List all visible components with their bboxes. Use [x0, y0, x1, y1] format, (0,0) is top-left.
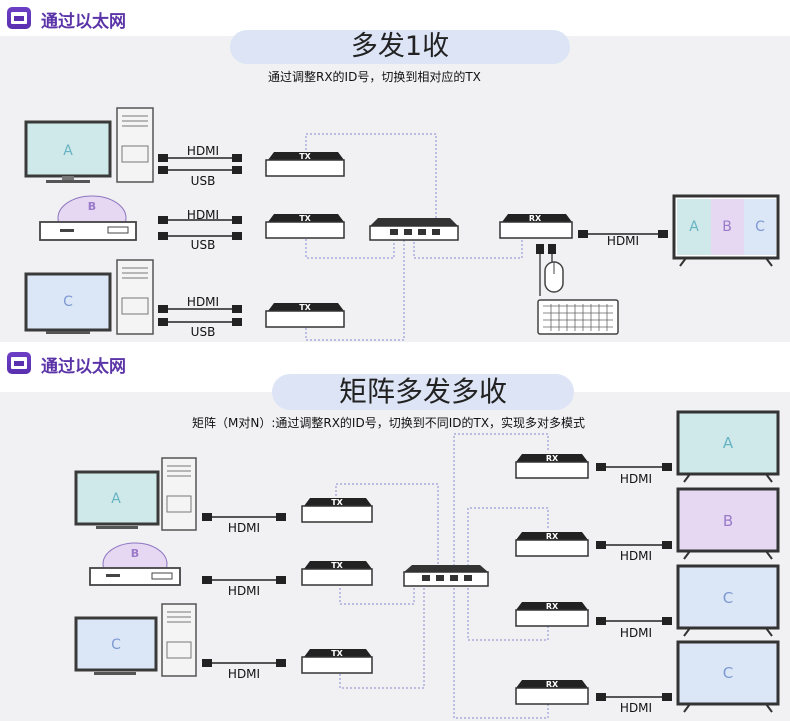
monitor-icon	[24, 272, 112, 332]
s2-cable-hdmi-a: HDMI	[228, 521, 260, 535]
s2-tx-2: TX	[301, 561, 373, 586]
s2-rx-2: RX	[515, 532, 589, 557]
pc-tower-icon	[161, 457, 197, 531]
section1-title: 多发1收	[230, 30, 570, 64]
s1-source-a: A	[24, 107, 154, 183]
s2-display-3: C	[676, 564, 780, 637]
section1-diagram: A B C	[24, 107, 780, 341]
s1-source-b: B	[39, 195, 137, 241]
s1-source-c: C	[24, 259, 154, 335]
s1-panel-c: C	[755, 219, 765, 235]
s1-tx-1: TX	[265, 152, 345, 177]
s2-source-a-label: A	[111, 491, 121, 507]
s1-source-b-label: B	[88, 200, 96, 213]
s2-tx-3: TX	[301, 649, 373, 674]
s2-rx-4: RX	[515, 680, 589, 705]
s2-rx-3-label: RX	[546, 602, 559, 611]
s2-rx-1-label: RX	[546, 454, 559, 463]
pc-tower-icon	[116, 107, 154, 183]
section2-subtitle: 矩阵（M对N）:通过调整RX的ID号，切换到不同ID的TX，实现多对多模式	[192, 416, 586, 430]
tv-icon	[676, 410, 780, 476]
s2-tx-1: TX	[301, 498, 373, 523]
s2-display-3-label: C	[723, 589, 733, 607]
s2-cable-hdmi-rx4: HDMI	[620, 701, 652, 715]
s1-tx-2: TX	[265, 214, 345, 239]
s1-cable-usb-b: USB	[191, 238, 216, 252]
s2-display-4: C	[676, 640, 780, 713]
s1-cable-hdmi-rx: HDMI	[607, 234, 639, 248]
s2-cable-hdmi-rx3: HDMI	[620, 626, 652, 640]
section1-subtitle: 通过调整RX的ID号，切换到相对应的TX	[268, 70, 481, 84]
s1-cable-hdmi-c: HDMI	[187, 295, 219, 309]
s1-cables	[164, 157, 236, 323]
s1-cable-plugs	[158, 154, 242, 326]
pc-tower-icon	[161, 603, 197, 677]
s1-cable-hdmi-b: HDMI	[187, 208, 219, 222]
s2-rx-3: RX	[515, 602, 589, 627]
tv-icon	[676, 564, 780, 630]
keyboard-icon	[537, 299, 619, 335]
section2-diagram: A B C	[74, 410, 780, 719]
s1-display: A B C	[672, 194, 780, 267]
s2-display-1: A	[676, 410, 780, 483]
section2-header-title: 通过以太网	[41, 357, 126, 377]
s1-cable-usb-c: USB	[191, 325, 216, 339]
s2-source-a: A	[74, 457, 197, 531]
s2-rx-2-label: RX	[546, 532, 559, 541]
s2-tx-1-label: TX	[331, 498, 343, 507]
s1-tx-3: TX	[265, 303, 345, 328]
s2-tx-3-label: TX	[331, 649, 343, 658]
s2-source-c-label: C	[111, 637, 121, 653]
s2-display-1-label: A	[723, 434, 734, 452]
s2-cable-hdmi-rx1: HDMI	[620, 472, 652, 486]
s2-source-b-label: B	[131, 547, 139, 560]
s2-rx-1: RX	[515, 454, 589, 479]
s2-source-b: B	[89, 542, 181, 586]
s1-source-c-label: C	[63, 294, 73, 310]
s1-cable-hdmi-a: HDMI	[187, 144, 219, 158]
s2-cable-hdmi-rx2: HDMI	[620, 549, 652, 563]
s2-cable-hdmi-b: HDMI	[228, 584, 260, 598]
s1-ethernet-links	[305, 133, 523, 341]
dvd-player-icon	[89, 567, 181, 586]
network-switch-icon	[369, 218, 459, 241]
s1-source-a-label: A	[63, 143, 73, 159]
s2-cable-hdmi-c: HDMI	[228, 667, 260, 681]
dvd-player-icon	[39, 221, 137, 241]
s1-panel-b: B	[722, 219, 732, 235]
monitor-icon	[74, 616, 158, 672]
s1-tx-2-label: TX	[299, 214, 311, 223]
s1-rx-label: RX	[529, 214, 542, 223]
tv-icon	[676, 487, 780, 553]
monitor-icon	[24, 120, 112, 178]
ethernet-icon	[7, 7, 31, 29]
s2-display-2: B	[676, 487, 780, 560]
ethernet-icon	[7, 352, 31, 374]
s2-ethernet-links	[335, 433, 549, 719]
s2-tx-2-label: TX	[331, 561, 343, 570]
s2-display-4-label: C	[723, 664, 733, 682]
s1-panel-a: A	[689, 219, 699, 235]
pc-tower-icon	[116, 259, 154, 335]
s2-rx-4-label: RX	[546, 680, 559, 689]
section2-title: 矩阵多发多收	[272, 374, 574, 410]
section1-header-title: 通过以太网	[41, 12, 126, 32]
s2-source-c: C	[74, 603, 197, 677]
s1-tx-1-label: TX	[299, 152, 311, 161]
monitor-icon	[74, 470, 160, 526]
s1-cable-usb-a: USB	[191, 174, 216, 188]
network-switch-icon	[403, 565, 489, 587]
s1-rx: RX	[499, 214, 573, 239]
mouse-icon	[544, 261, 564, 293]
s1-tx-3-label: TX	[299, 303, 311, 312]
tv-icon	[676, 640, 780, 706]
s2-display-2-label: B	[723, 512, 733, 530]
